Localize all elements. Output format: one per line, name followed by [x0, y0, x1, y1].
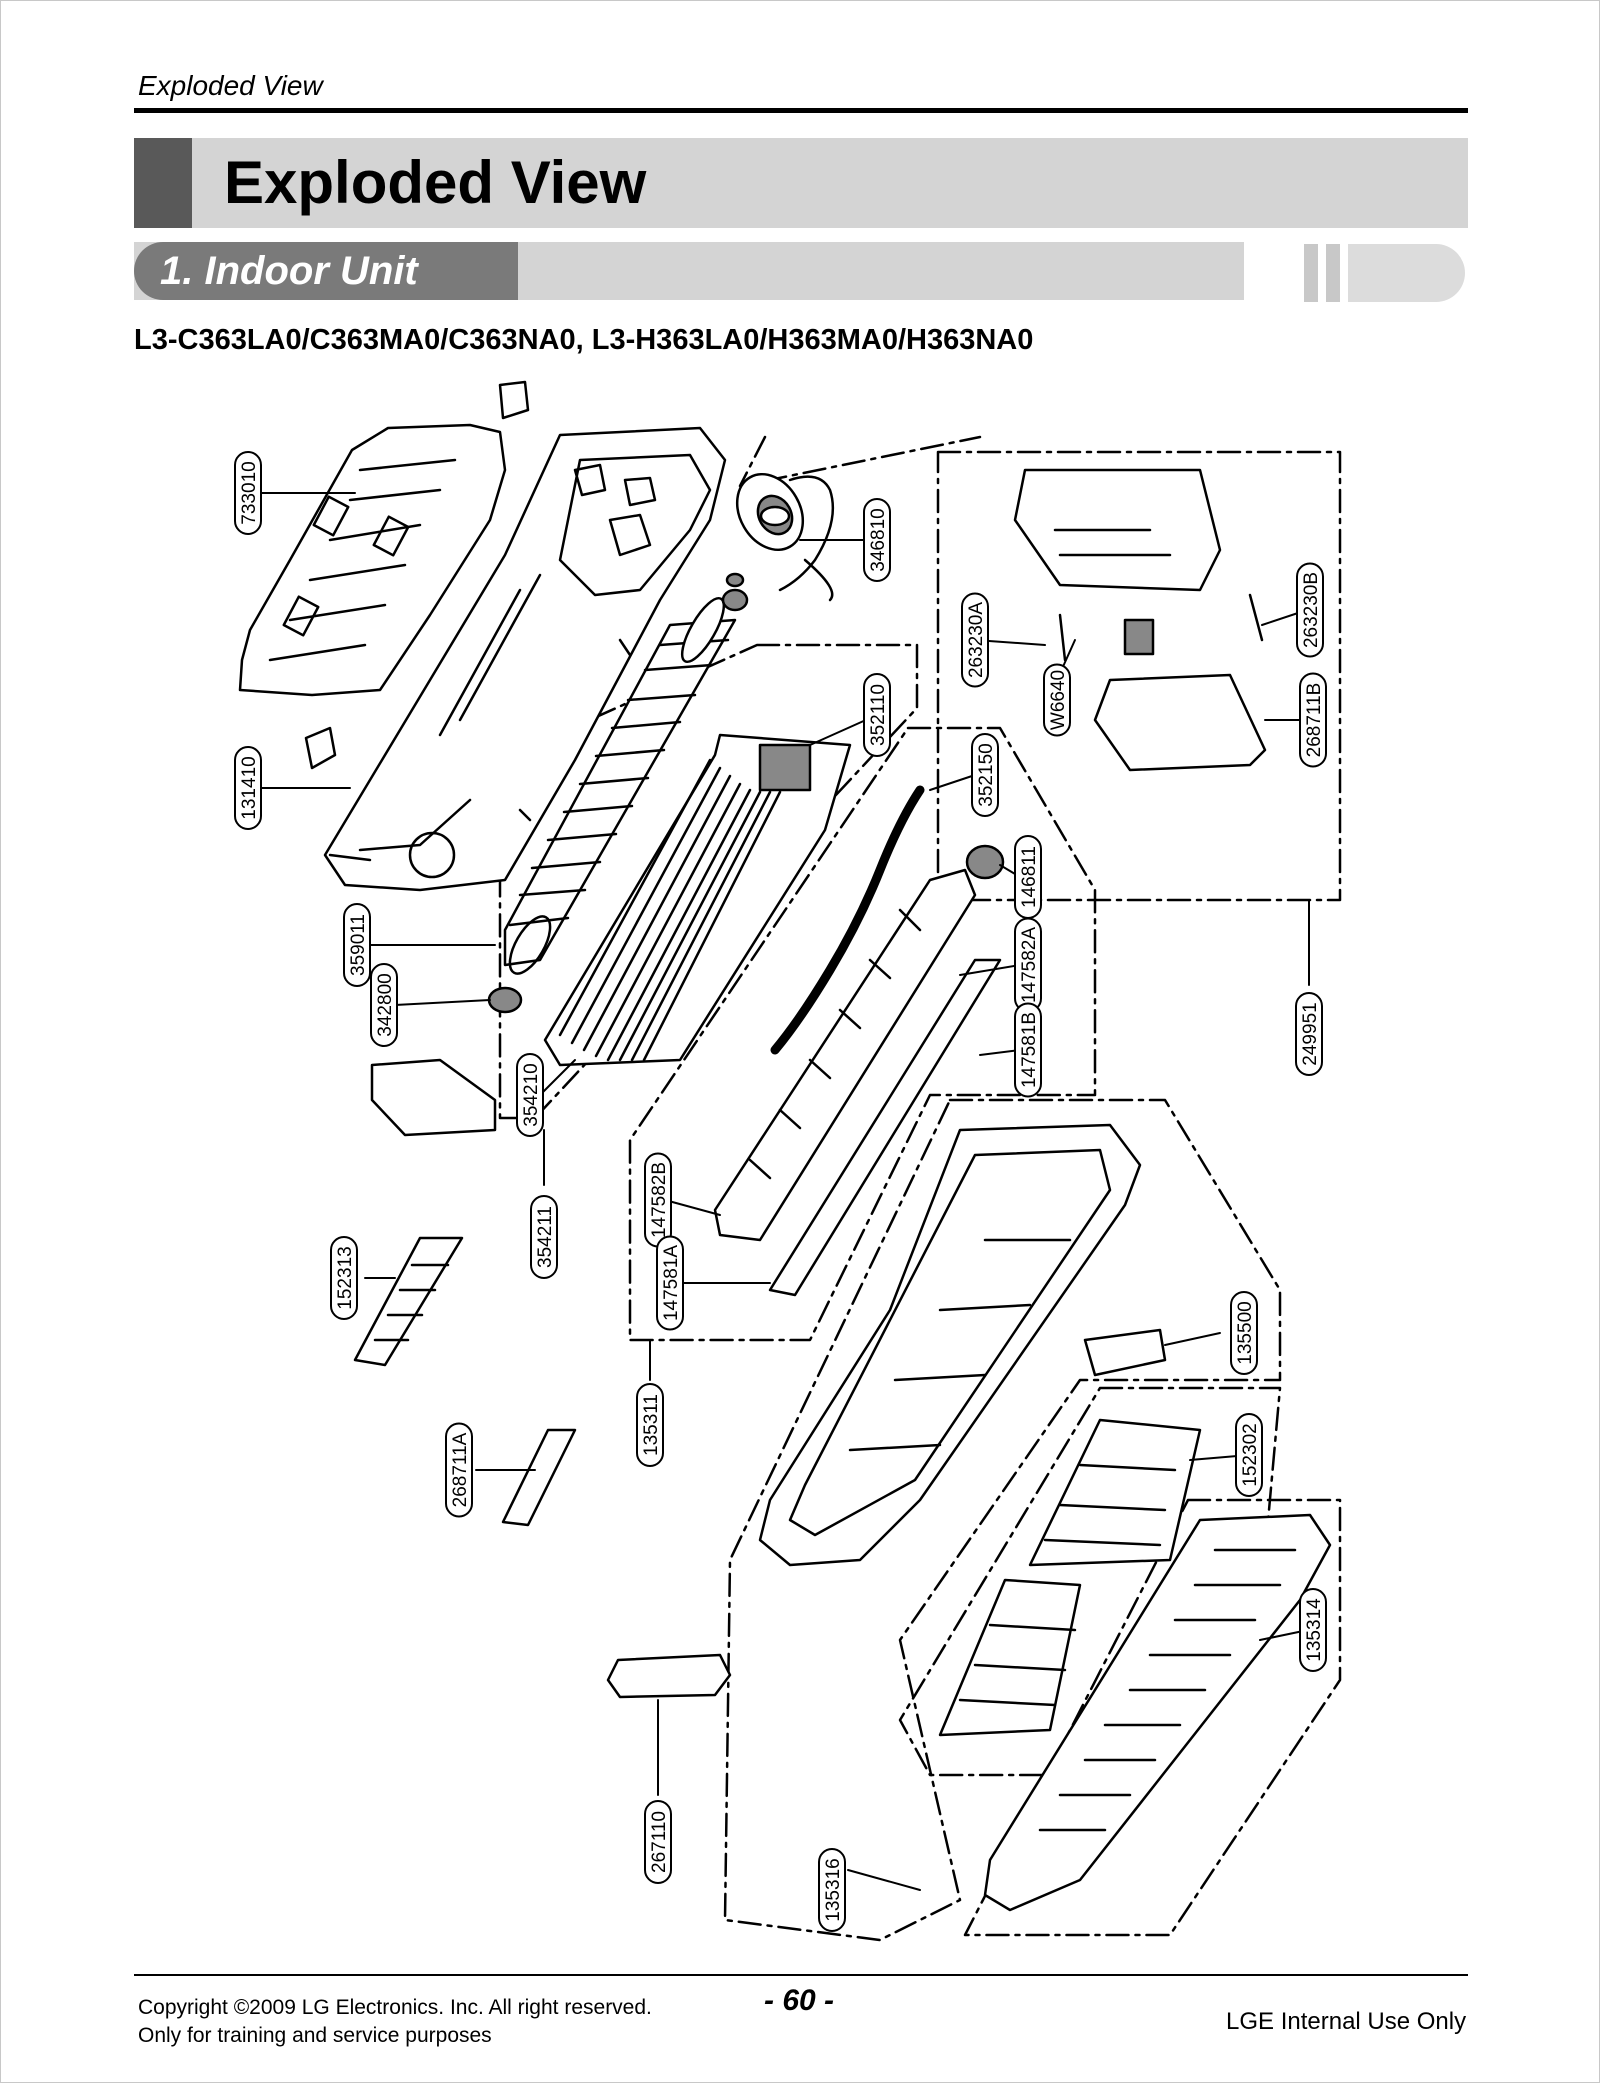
part-number: 135314: [1304, 1598, 1325, 1662]
footer-rule: [134, 1974, 1468, 1976]
title-band: Exploded View: [134, 138, 1468, 228]
part-label-146811: 146811: [1014, 835, 1042, 919]
vane-group: [628, 726, 1097, 1342]
part-label-135314: 135314: [1299, 1588, 1327, 1672]
part-number: 249951: [1300, 1002, 1321, 1065]
part-label-346810: 346810: [863, 498, 891, 582]
part-number: 147582B: [649, 1162, 670, 1238]
part-number: 346810: [868, 508, 889, 571]
part-number: 733010: [239, 461, 260, 524]
section-band: 1. Indoor Unit: [134, 242, 1244, 300]
part-label-152313: 152313: [330, 1236, 358, 1320]
model-numbers: L3-C363LA0/C363MA0/C363NA0, L3-H363LA0/H…: [134, 324, 1034, 356]
part-label-359011: 359011: [343, 903, 371, 987]
drain-hose: [770, 785, 925, 1055]
part-label-147581b: 147581B: [1014, 1002, 1042, 1098]
part-label-147581a: 147581A: [656, 1235, 684, 1331]
section-title: 1. Indoor Unit: [160, 249, 418, 293]
chassis: [323, 426, 727, 892]
front-body: [758, 1123, 1167, 1567]
part-number: 268711B: [1304, 683, 1325, 758]
installation-plate: [238, 380, 530, 770]
vane-assembly: [713, 868, 1002, 1297]
page-title: Exploded View: [224, 149, 647, 216]
running-header: Exploded View: [138, 70, 323, 101]
section-pill: [134, 242, 518, 300]
part-number: 263230A: [966, 602, 987, 678]
section-decoration: [1304, 244, 1465, 302]
part-label-263230a: 263230A: [961, 592, 989, 688]
part-label-733010: 733010: [234, 451, 262, 535]
copyright-line-1: Copyright ©2009 LG Electronics. Inc. All…: [138, 1996, 652, 2019]
plasma-filter: [353, 1236, 464, 1367]
part-number: 135316: [823, 1858, 844, 1921]
part-label-352110: 352110: [863, 673, 891, 757]
part-number: 263230B: [1301, 572, 1322, 648]
part-number: 354211: [535, 1206, 556, 1268]
part-number: 152302: [1240, 1423, 1261, 1486]
header-rule: [134, 108, 1468, 113]
drain-pan: [370, 1058, 497, 1137]
front-panel-group: [723, 1098, 1282, 1942]
part-number: 352110: [868, 684, 889, 746]
stepping-motor: [965, 844, 1005, 880]
part-number: W6640: [1048, 670, 1069, 730]
part-number: 354210: [521, 1063, 542, 1126]
part-number: 146811: [1019, 846, 1040, 908]
remote-controller: [606, 1653, 732, 1699]
part-label-263230b: 263230B: [1296, 562, 1324, 658]
part-number: 135311: [641, 1394, 662, 1456]
part-number: 267110: [649, 1811, 670, 1873]
part-label-267110: 267110: [644, 1800, 672, 1884]
part-label-152302: 152302: [1235, 1413, 1263, 1497]
bearing: [487, 986, 523, 1014]
part-number: 135500: [1235, 1301, 1256, 1364]
control-box: [1013, 468, 1267, 772]
part-number: 147581A: [661, 1245, 682, 1321]
fan-motor: [721, 473, 835, 612]
part-number: 268711A: [450, 1432, 471, 1507]
part-label-354210: 354210: [516, 1053, 544, 1137]
part-number: 147581B: [1019, 1012, 1040, 1088]
part-label-249951: 249951: [1295, 992, 1323, 1076]
part-label-147582a: 147582A: [1014, 917, 1042, 1013]
copyright-line-2: Only for training and service purposes: [138, 2024, 492, 2047]
front-grille: [983, 1513, 1332, 1912]
cross-flow-fan: [503, 597, 737, 975]
part-number: 352150: [976, 743, 997, 806]
display-pcb: [501, 1428, 577, 1527]
part-label-268711a: 268711A: [445, 1422, 473, 1518]
part-number: 359011: [348, 914, 369, 976]
part-label-268711b: 268711B: [1299, 672, 1327, 768]
part-label-342800: 342800: [370, 963, 398, 1047]
control-box-group: [936, 450, 1342, 902]
part-label-w6640: W6640: [1043, 663, 1071, 737]
page-number: - 60 -: [764, 1984, 835, 2017]
part-label-135311: 135311: [636, 1383, 664, 1467]
part-label-131410: 131410: [234, 746, 262, 830]
title-tab: [134, 138, 192, 228]
part-number: 342800: [375, 973, 396, 1036]
part-label-352150: 352150: [971, 733, 999, 817]
part-number: 131410: [239, 756, 260, 819]
evaporator: [543, 733, 852, 1067]
part-number: 147582A: [1019, 927, 1040, 1003]
part-number: 152313: [335, 1246, 356, 1309]
part-label-354211: 354211: [530, 1195, 558, 1279]
copyright: Copyright ©2009 LG Electronics. Inc. All…: [138, 1994, 652, 2050]
internal-use-note: LGE Internal Use Only: [1226, 2008, 1467, 2035]
part-label-135500: 135500: [1230, 1291, 1258, 1375]
part-label-135316: 135316: [818, 1848, 846, 1932]
part-label-147582b: 147582B: [644, 1152, 672, 1248]
air-filters: [938, 1418, 1202, 1737]
